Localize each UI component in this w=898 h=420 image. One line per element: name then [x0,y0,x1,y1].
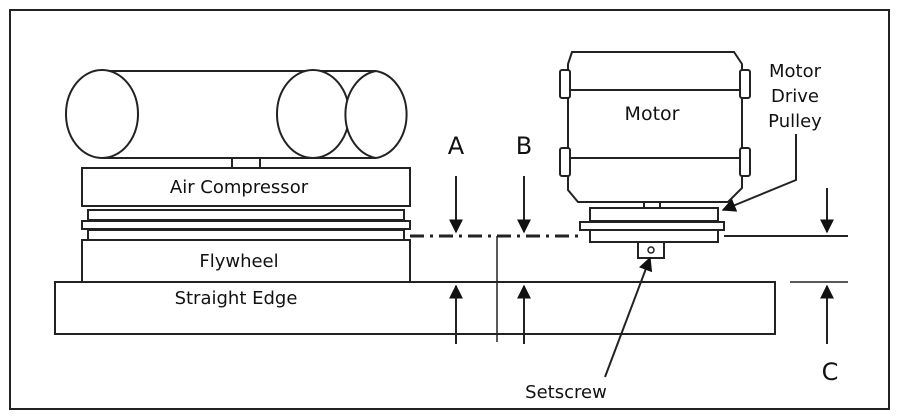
air-compressor-label: Air Compressor [170,177,309,198]
motor-tab-left-bottom [559,147,571,177]
dimension-b-label: B [516,132,532,160]
setscrew-leader-arrow [604,256,653,378]
straight-edge [54,281,776,335]
motor-drive-pulley-label-line3: Pulley [768,111,822,132]
motor-pulley-upper [589,207,719,222]
motor-drive-pulley-label-line2: Drive [771,86,819,107]
motor-body [567,51,743,203]
motor-pulley-lower [589,229,719,243]
pulley-leader-arrow [721,134,797,212]
straight-edge-label: Straight Edge [175,288,298,309]
flywheel-body [81,239,411,283]
motor-drive-pulley-label-line1: Motor [769,61,822,82]
motor-tab-right-bottom [739,147,751,177]
dimension-c-label: C [822,358,839,386]
air-compressor-body [81,167,411,207]
motor-tab-right-top [739,69,751,99]
flywheel-rim-lower [81,220,411,230]
flywheel-rim-base [87,229,405,241]
flywheel-label: Flywheel [199,251,278,272]
compressor-neck [231,157,261,169]
flywheel-rim-upper [87,209,405,221]
motor-pulley-groove [579,221,725,231]
motor-tab-left-top [559,69,571,99]
compressor-tank [65,69,408,159]
motor-label: Motor [625,103,680,125]
dimension-a-label: A [448,132,465,160]
setscrew-label: Setscrew [525,382,607,403]
setscrew-icon [647,246,655,254]
